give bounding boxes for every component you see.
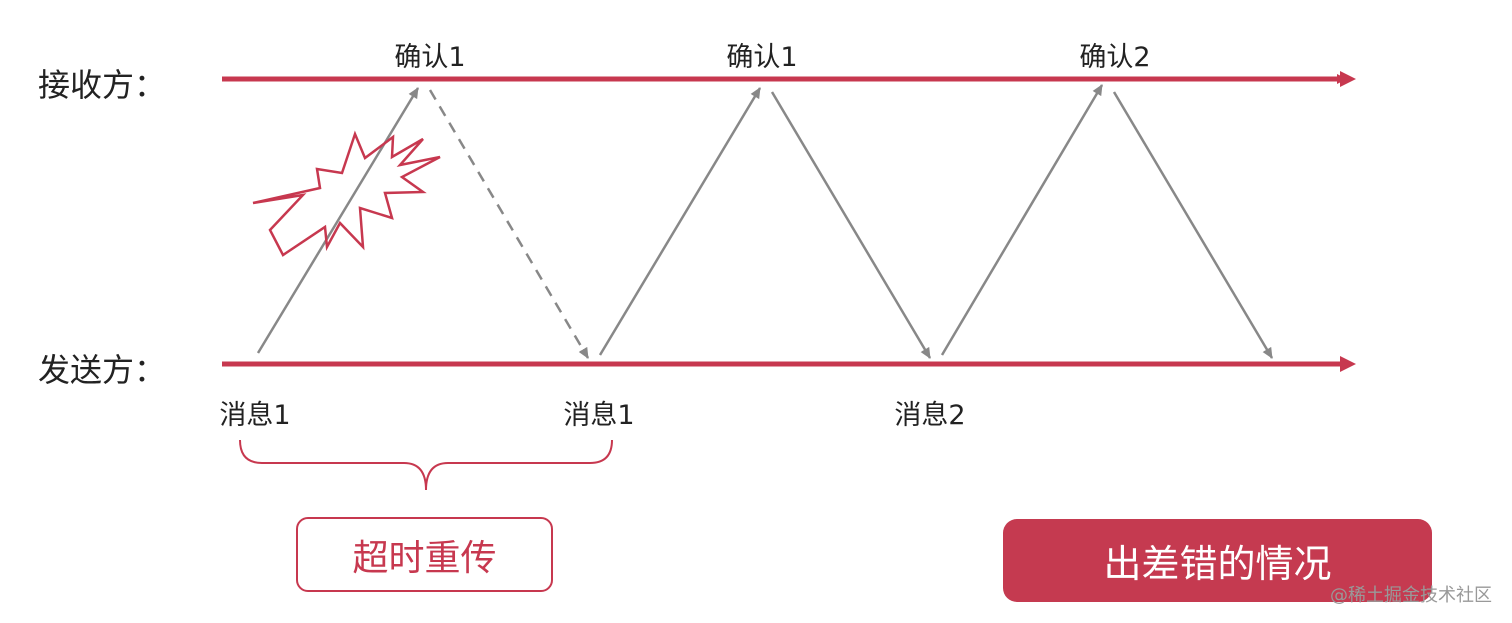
message-label: 消息2 <box>894 400 966 431</box>
message-arrow-lost <box>256 87 420 354</box>
explosion-icon <box>252 130 441 257</box>
timeout-retransmit-box: 超时重传 <box>296 517 553 592</box>
ack-arrow-dashed <box>428 89 590 359</box>
message-arrow <box>598 87 762 356</box>
ack-label: 确认1 <box>394 42 466 73</box>
sender-label: 发送方： <box>38 351 167 389</box>
sender-timeline-arrowhead <box>1340 356 1356 372</box>
ack-arrow <box>770 91 932 359</box>
ack-label: 确认1 <box>726 42 798 73</box>
receiver-label: 接收方： <box>38 66 167 104</box>
message-label: 消息1 <box>219 400 291 431</box>
ack-arrow <box>1112 91 1274 359</box>
watermark: @稀土掘金技术社区 <box>1330 585 1492 606</box>
receiver-timeline-arrowhead <box>1340 71 1356 87</box>
message-label: 消息1 <box>563 400 635 431</box>
timeout-bracket <box>239 439 613 491</box>
error-case-badge: 出差错的情况 <box>1003 519 1432 602</box>
message-arrow <box>940 84 1104 356</box>
ack-label: 确认2 <box>1079 42 1151 73</box>
